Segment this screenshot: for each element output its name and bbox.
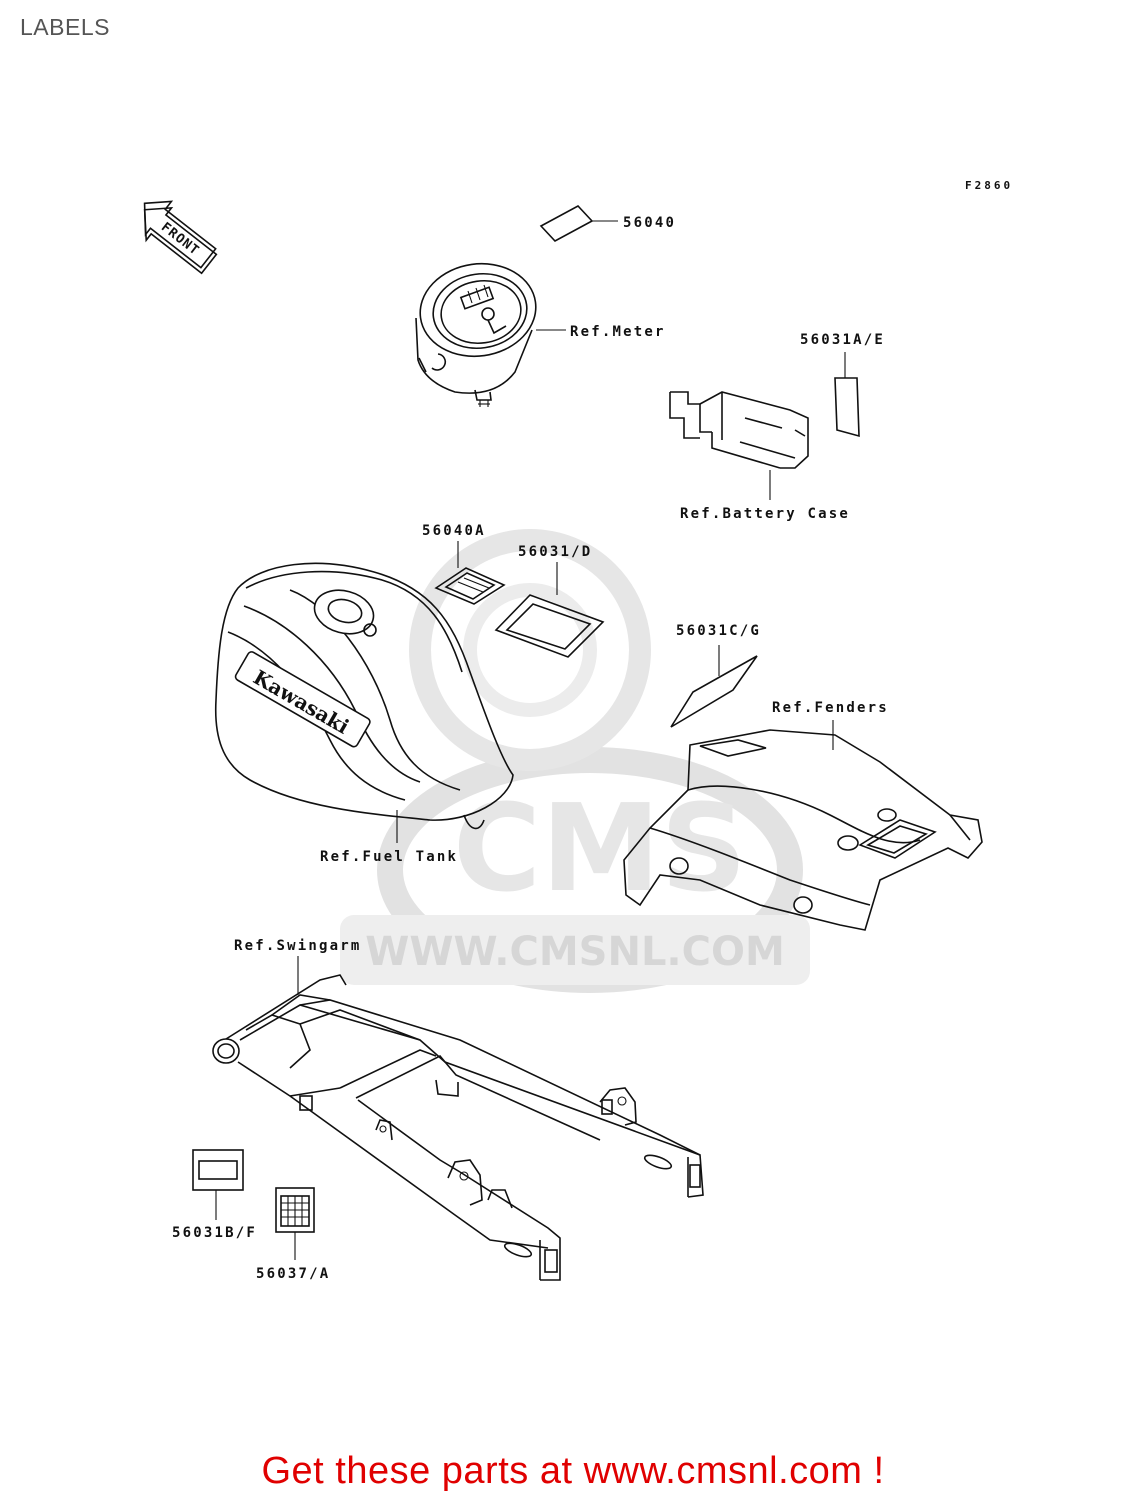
label-56031ae-shape (834, 377, 860, 438)
swingarm-drawing (212, 974, 704, 1281)
label-56040a-shape (434, 567, 506, 605)
callout-ref-fenders: Ref.Fenders (772, 700, 889, 716)
watermark-url: WWW.CMSNL.COM (365, 929, 785, 975)
battery-case-drawing (669, 391, 809, 500)
footer-parts-link[interactable]: Get these parts at www.cmsnl.com ! (261, 1450, 885, 1492)
label-56031bf-shape (192, 1149, 244, 1220)
front-arrow-icon: FRONT (143, 200, 218, 275)
callout-56037a: 56037/A (256, 1266, 330, 1282)
label-56040-shape (539, 205, 618, 242)
callout-56031cg: 56031C/G (676, 623, 761, 639)
label-56031cg-shape (670, 655, 758, 728)
page-title: LABELS (20, 14, 110, 40)
callout-ref-battery-case: Ref.Battery Case (680, 506, 850, 522)
callout-ref-meter: Ref.Meter (570, 324, 666, 340)
label-56037a-shape (275, 1187, 315, 1260)
watermark-brand: CMS (453, 780, 747, 919)
callout-56040: 56040 (623, 215, 676, 231)
figure-code: F2860 (965, 179, 1013, 192)
cms-watermark: CMS WWW.CMSNL.COM (340, 529, 810, 993)
fenders-drawing (623, 729, 983, 931)
callout-56031bf: 56031B/F (172, 1225, 257, 1241)
meter-drawing (415, 262, 566, 407)
callout-ref-fuel-tank: Ref.Fuel Tank (320, 849, 458, 865)
callout-56040a: 56040A (422, 523, 486, 539)
callout-56031ae: 56031A/E (800, 332, 885, 348)
callout-ref-swingarm: Ref.Swingarm (234, 938, 362, 954)
label-56031d-shape (494, 594, 605, 658)
callout-56031d: 56031/D (518, 544, 592, 560)
